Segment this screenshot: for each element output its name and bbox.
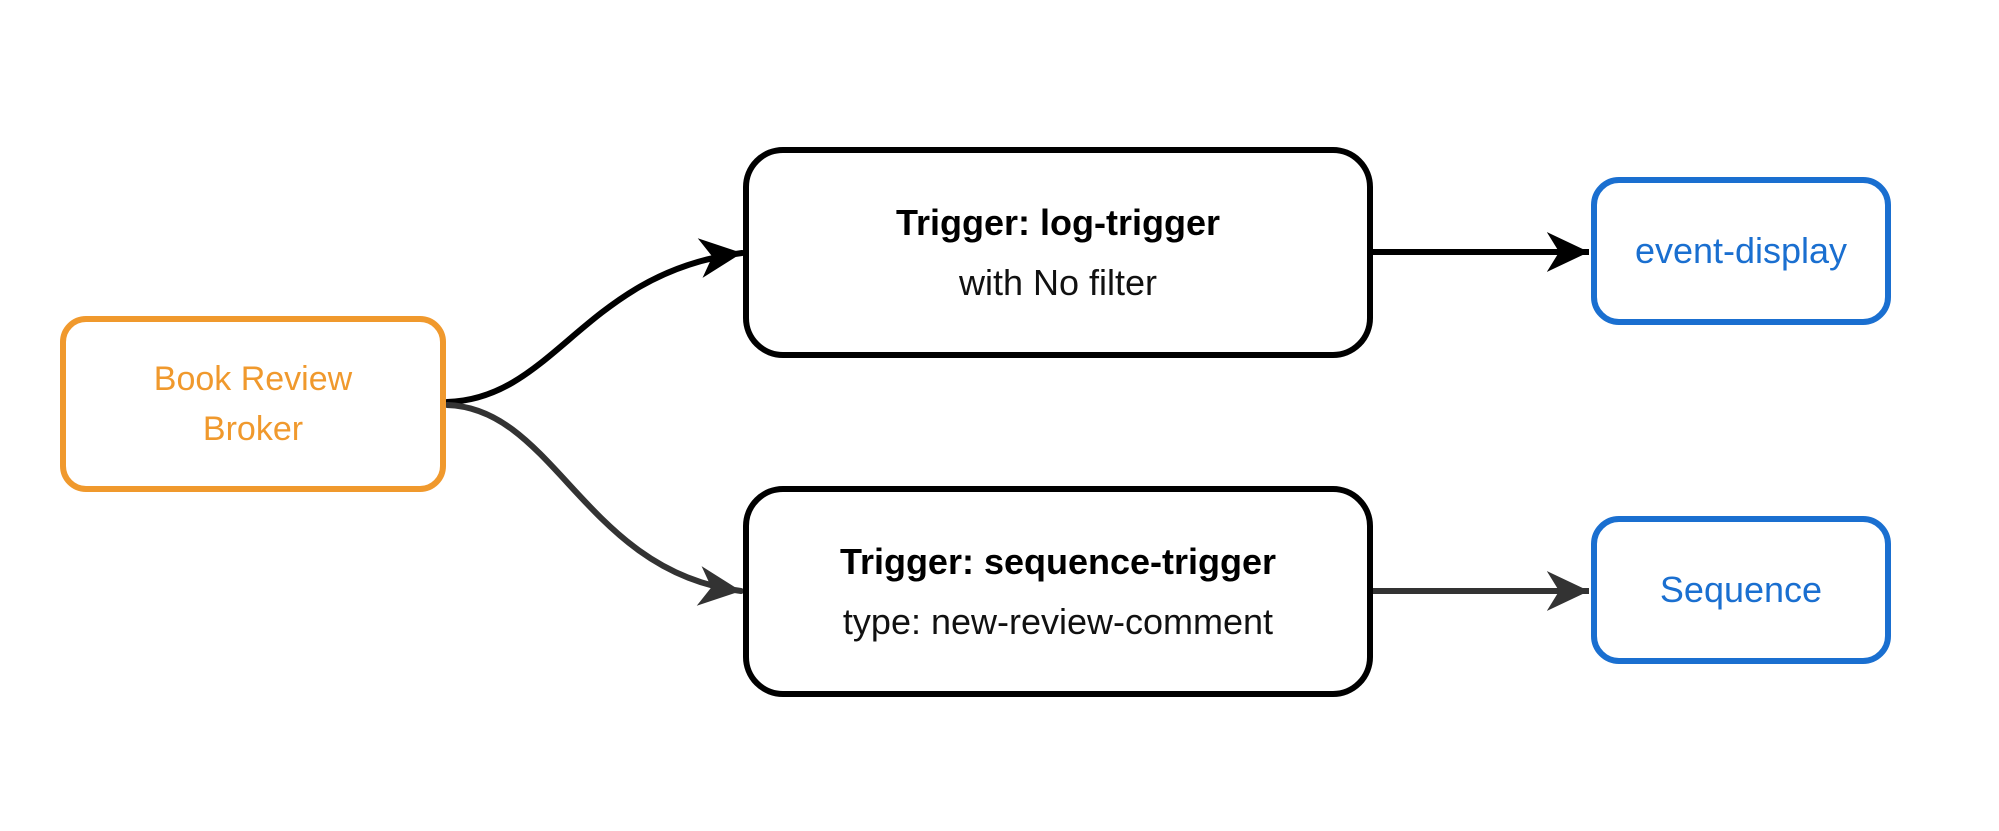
log-trigger-subtitle: with No filter bbox=[958, 261, 1158, 303]
sequence-trigger-subtitle: type: new-review-comment bbox=[842, 600, 1274, 642]
node-log-trigger: Trigger: log-trigger with No filter bbox=[743, 147, 1373, 358]
node-sequence: Sequence bbox=[1591, 516, 1891, 664]
edge-broker-to-sequence-trigger bbox=[444, 402, 744, 606]
node-sequence-trigger: Trigger: sequence-trigger type: new-revi… bbox=[743, 486, 1373, 697]
node-event-display: event-display bbox=[1591, 177, 1891, 325]
node-broker: Book Review Broker bbox=[60, 316, 446, 492]
event-display-label: event-display bbox=[1634, 230, 1848, 271]
edge-broker-to-log-trigger bbox=[444, 238, 745, 405]
broker-label-line1: Book Review bbox=[153, 360, 353, 398]
broker-label-line2: Broker bbox=[202, 410, 304, 448]
log-trigger-title: Trigger: log-trigger bbox=[896, 201, 1220, 243]
sequence-trigger-title: Trigger: sequence-trigger bbox=[839, 540, 1277, 582]
sequence-label: Sequence bbox=[1659, 569, 1823, 610]
